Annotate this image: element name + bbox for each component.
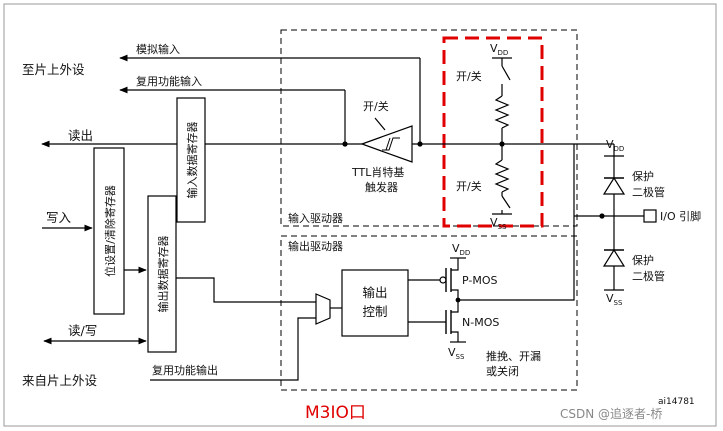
pmos-transistor (445, 258, 459, 300)
nmos-label: N-MOS (462, 316, 499, 329)
alt-output-line (150, 317, 316, 381)
mode-label-1: 推挽、开漏 (486, 349, 541, 363)
switch-top-label: 开/关 (456, 69, 482, 83)
bsrr-label: 位设置/清除寄存器 (103, 185, 117, 277)
diode-top-vdd-label: VDD (606, 138, 624, 153)
ttl-label-2: 触发器 (365, 180, 398, 194)
pulldown-switch (501, 195, 511, 209)
io-pin-box (643, 209, 657, 223)
ttl-label-1: TTL肖特基 (351, 165, 404, 179)
from-peripheral-label: 来自片上外设 (22, 373, 98, 388)
protect-top-label-1: 保护 (632, 169, 654, 183)
input-data-register (176, 97, 206, 223)
output-driver-label: 输出驱动器 (288, 239, 343, 253)
input-driver-box (280, 29, 578, 227)
protect-bottom-label-2: 二极管 (632, 269, 665, 283)
pullup-resistor (494, 95, 510, 129)
pmos-vdd-label: VDD (452, 242, 470, 257)
pulldown-resistor (494, 159, 510, 193)
protect-bottom-label-1: 保护 (632, 253, 654, 267)
output-control-label-1: 输出 (362, 285, 387, 300)
odr-label: 输出数据寄存器 (156, 236, 170, 313)
nmos-transistor (445, 310, 459, 342)
analog-input-label: 模拟输入 (136, 42, 180, 56)
io-pin-label: I/O 引脚 (660, 209, 701, 223)
output-mux (315, 293, 331, 325)
output-data-register (147, 195, 177, 353)
read-write-label: 读/写 (68, 323, 97, 338)
outer-frame (3, 3, 717, 427)
alt-output-label: 复用功能输出 (152, 363, 218, 377)
alt-input-label: 复用功能输入 (136, 74, 202, 88)
switch-bottom-label: 开/关 (456, 179, 482, 193)
input-driver-label: 输入驱动器 (288, 211, 343, 225)
output-control-label-2: 控制 (362, 304, 387, 319)
pmos-label: P-MOS (462, 274, 498, 287)
to-peripheral-label: 至片上外设 (22, 62, 85, 77)
figure-code: ai14781 (658, 397, 695, 407)
output-driver-box (280, 235, 578, 391)
protect-top-label-2: 二极管 (632, 185, 665, 199)
pull-resistor-highlight (442, 36, 544, 228)
watermark: CSDN @追逐者-桥 (560, 406, 662, 421)
diode-bottom-vss-label: VSS (606, 292, 623, 307)
read-out-label: 读出 (68, 128, 93, 143)
mode-label-2: 或关闭 (486, 364, 519, 378)
pullup-vdd-label: VDD (490, 42, 508, 57)
pulldown-vss-label: VSS (490, 216, 507, 231)
write-label: 写入 (46, 210, 72, 225)
nmos-vss-label: VSS (448, 346, 465, 361)
idr-label: 输入数据寄存器 (185, 122, 199, 199)
caption: M3IO口 (305, 403, 366, 423)
switch-mid-label: 开/关 (363, 99, 389, 113)
bit-set-reset-register (93, 147, 125, 315)
protection-diode-bottom (602, 248, 626, 267)
schmitt-trigger (360, 125, 413, 163)
output-control-block (341, 269, 409, 337)
pullup-switch (501, 65, 511, 81)
protection-diode-top (602, 176, 626, 195)
